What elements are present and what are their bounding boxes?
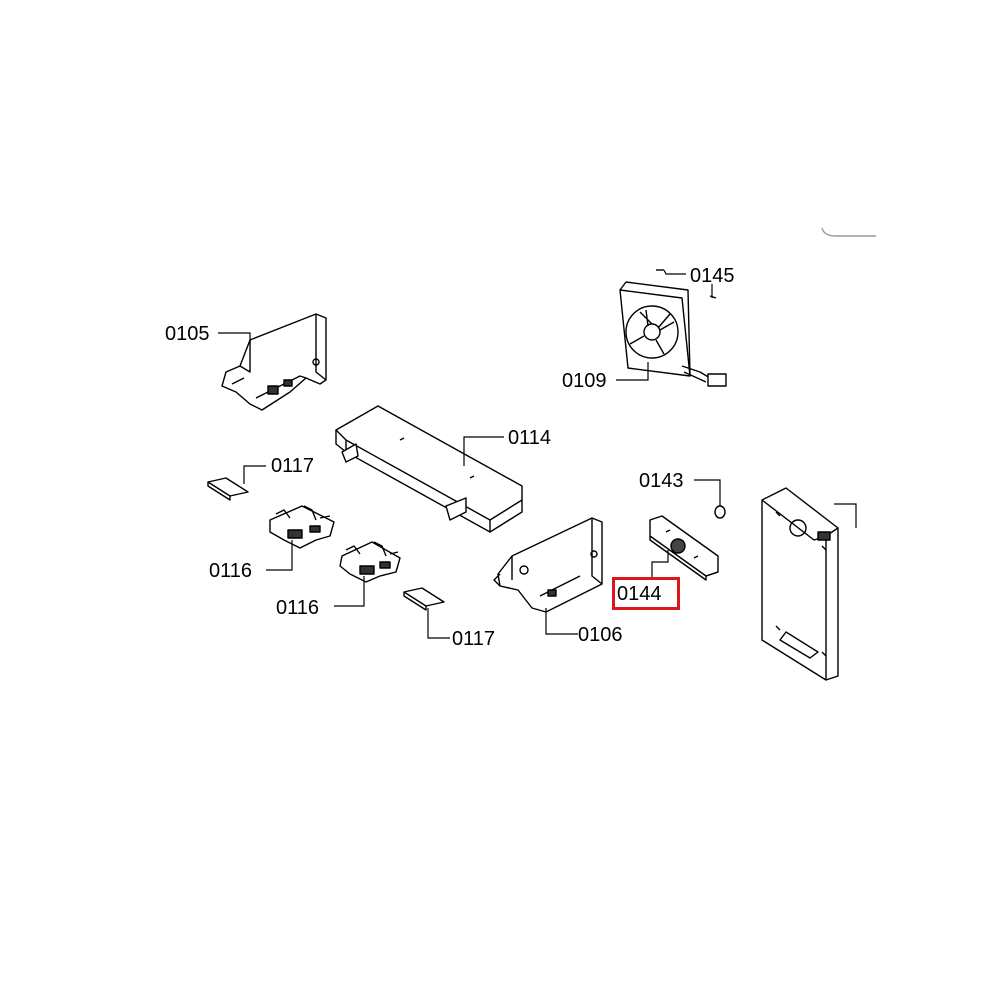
part-0114-channel [335,405,523,533]
part-0116-clip-upper [269,505,335,549]
leader-0114 [463,436,504,466]
callout-0116-upper: 0116 [209,560,253,582]
callout-0109: 0109 [562,370,607,392]
leader-0116a [266,540,293,571]
callout-0144: 0144 [617,583,662,605]
callout-0114: 0114 [508,427,552,449]
part-0105-bracket [221,313,327,411]
callout-0145: 0145 [690,265,735,287]
part-0109-fan [619,281,727,387]
leader-0116b [334,576,365,607]
part-0144-board [649,515,719,581]
leader-0117b [427,608,450,639]
leader-0117a [243,465,266,484]
leader-0105 [218,332,251,344]
leader-panel [834,503,857,528]
callout-0116-lower: 0116 [276,597,320,619]
callout-0117-lower: 0117 [452,628,496,650]
part-0145-wire [656,269,717,299]
part-0117-pad-upper [207,477,249,501]
leader-0145 [663,269,686,275]
corner-fragment [821,227,876,237]
leader-0143 [694,479,721,506]
part-0143-ring [714,505,726,519]
callout-0143: 0143 [639,470,684,492]
part-0116-clip-lower [339,541,401,583]
leader-0144 [651,550,669,580]
part-0117-pad-lower [403,587,445,611]
leader-0106 [545,608,578,635]
highlight-box-0144 [612,577,680,610]
part-0106-bracket [493,517,603,613]
callout-0106: 0106 [578,624,623,646]
leader-0109 [616,362,649,381]
callout-0105: 0105 [165,323,210,345]
part-panel [761,487,839,681]
callout-0117-upper: 0117 [271,455,315,477]
